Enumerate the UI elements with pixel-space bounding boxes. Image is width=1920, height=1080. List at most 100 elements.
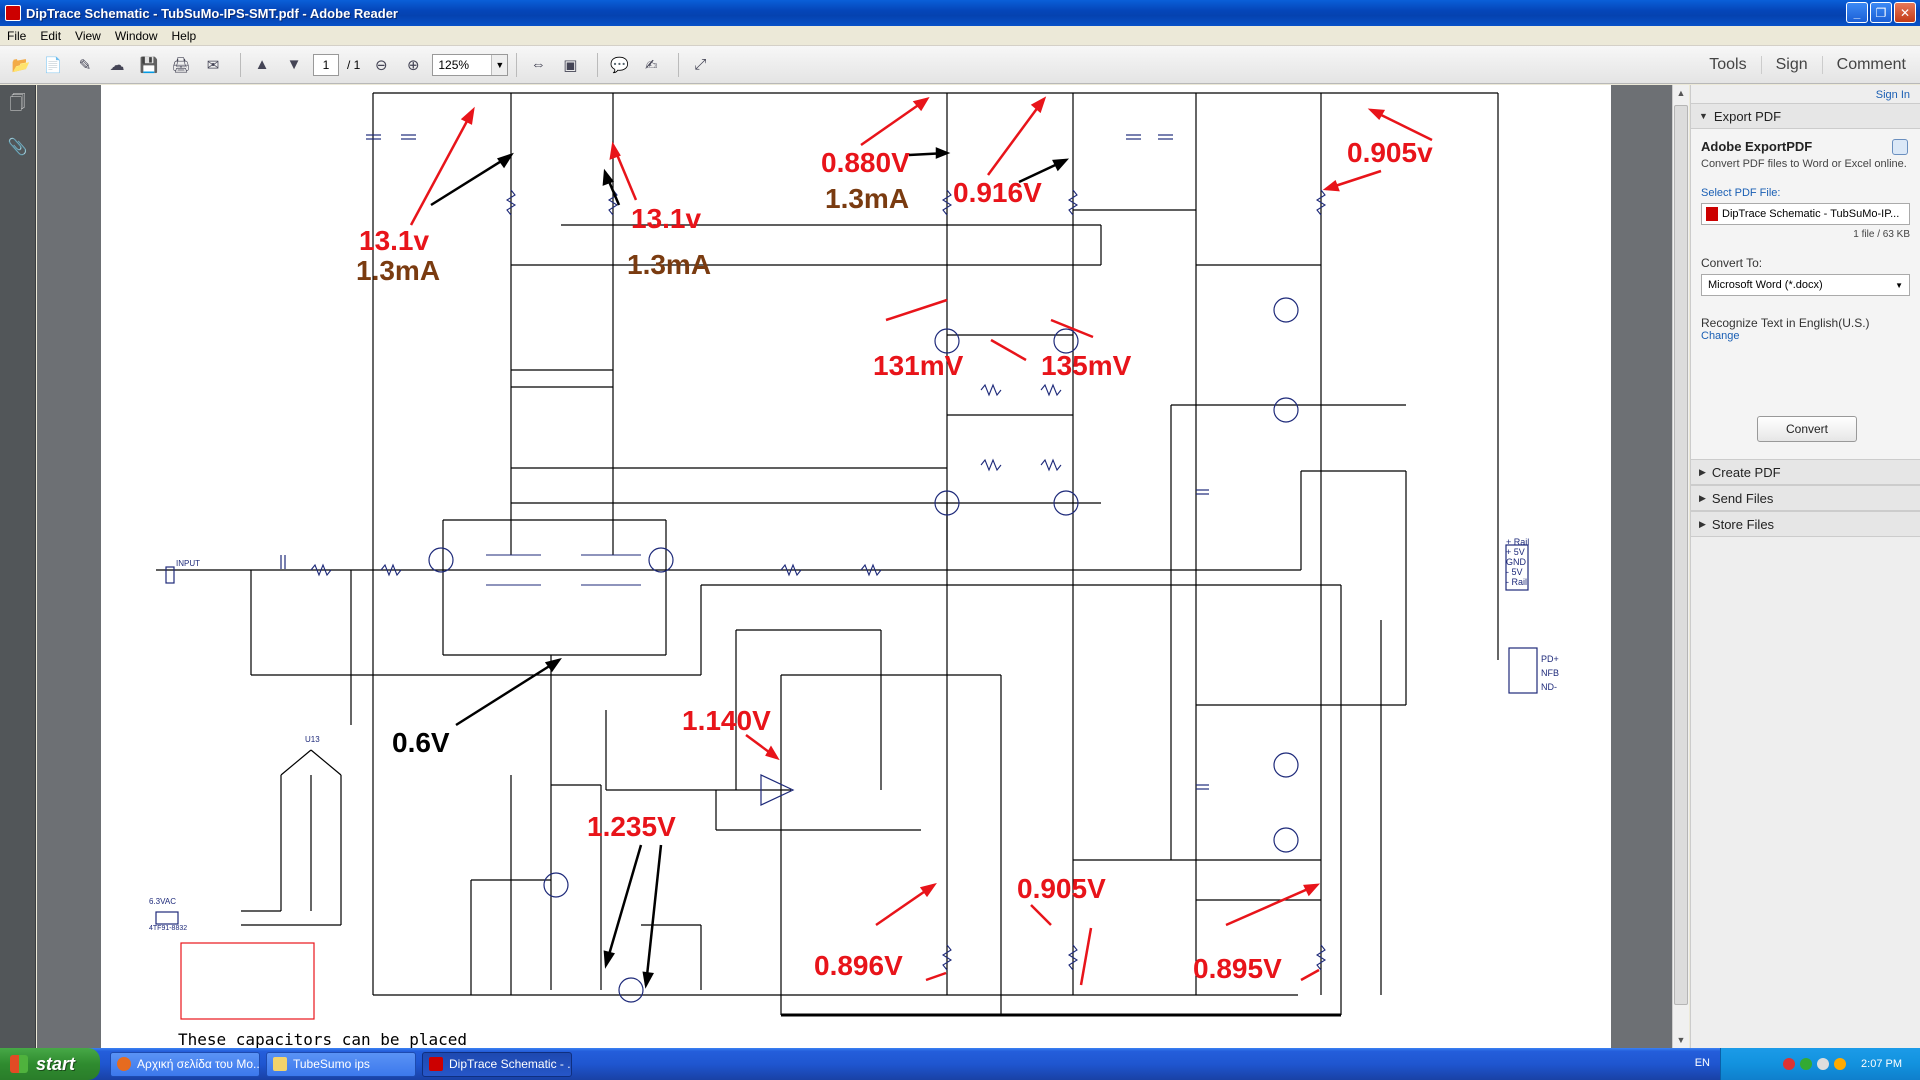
annotation-current: 1.3mA <box>627 249 712 280</box>
annotation-voltage: 0.880V <box>821 147 910 178</box>
collapsed-triangle-icon: ▶ <box>1699 492 1706 503</box>
file-meta: 1 file / 63 KB <box>1853 229 1910 240</box>
input-label: INPUT <box>176 559 200 568</box>
create-pdf-title: Create PDF <box>1711 464 1781 480</box>
scroll-thumb[interactable] <box>1674 105 1688 1005</box>
tab-comment[interactable]: Comment <box>1821 56 1920 74</box>
tab-sign[interactable]: Sign <box>1760 56 1822 74</box>
print-icon[interactable]: 🖨 <box>171 56 191 74</box>
create-pdf-header[interactable]: ▶ Create PDF <box>1691 459 1920 485</box>
next-page-icon[interactable]: ▼ <box>286 56 302 73</box>
cloud-icon[interactable]: ☁ <box>109 56 125 74</box>
change-language-link[interactable]: Change <box>1701 330 1740 342</box>
export-pdf-title: Export PDF <box>1713 108 1782 124</box>
adobe-reader-icon <box>5 5 21 21</box>
comment-icon[interactable]: 💬 <box>610 56 629 74</box>
toolbar-divider <box>240 52 241 77</box>
close-button[interactable]: ✕ <box>1894 2 1916 23</box>
export-icon <box>1892 139 1908 155</box>
annotation-voltage: 0.6V <box>392 727 450 758</box>
annotation-voltage: 131mV <box>873 350 964 381</box>
scroll-up-icon[interactable]: ▲ <box>1676 88 1686 98</box>
clock[interactable]: 2:07 PM <box>1861 1058 1902 1070</box>
scroll-down-icon[interactable]: ▼ <box>1676 1035 1686 1045</box>
menu-view[interactable]: View <box>75 28 101 43</box>
taskbar-item-browser[interactable]: Αρχική σελίδα του Mo... <box>110 1051 260 1077</box>
menu-edit[interactable]: Edit <box>40 28 62 43</box>
taskbar-item-label: Αρχική σελίδα του Mo... <box>137 1057 260 1071</box>
save-icon[interactable]: 💾 <box>139 56 159 74</box>
vertical-scrollbar[interactable]: ▲ ▼ <box>1672 85 1689 1048</box>
convert-to-label: Convert To: <box>1701 256 1763 270</box>
prev-page-icon[interactable]: ▲ <box>254 56 270 73</box>
toolbar-divider <box>597 52 599 77</box>
annotation-voltage: 0.905V <box>1017 873 1106 904</box>
fit-page-icon[interactable]: ▣ <box>563 56 578 74</box>
annotation-current: 1.3mA <box>825 183 910 214</box>
fullscreen-icon[interactable]: ⤢ <box>694 56 707 73</box>
transformer-label: 6.3VAC <box>149 897 176 906</box>
taskbar-item-folder[interactable]: TubeSumo ips <box>266 1051 416 1077</box>
zoom-select[interactable]: 125% ▼ <box>432 53 509 76</box>
send-files-header[interactable]: ▶ Send Files <box>1691 485 1920 511</box>
open-icon[interactable]: 📂 <box>11 56 31 74</box>
taskbar-item-reader[interactable]: DipTrace Schematic - ... <box>422 1051 572 1077</box>
export-pdf-header[interactable]: ▼ Export PDF <box>1691 103 1920 129</box>
toolbar-divider <box>678 52 680 77</box>
annotation-voltage: 0.905v <box>1347 137 1433 168</box>
network-icon[interactable] <box>1800 1058 1813 1070</box>
sign-in-link[interactable]: Sign In <box>1875 89 1910 101</box>
attachments-icon[interactable]: 📎 <box>7 139 28 156</box>
store-files-header[interactable]: ▶ Store Files <box>1691 511 1920 537</box>
annotation-voltage: 13.1v <box>359 225 430 256</box>
fit-width-icon[interactable]: ⇔ <box>530 56 546 73</box>
capacitor-note: These capacitors can be placed <box>178 1030 467 1048</box>
convert-button[interactable]: Convert <box>1757 416 1857 442</box>
selected-file-field[interactable]: DipTrace Schematic - TubSuMo-IP... <box>1701 203 1910 225</box>
zoom-value: 125% <box>438 57 470 72</box>
schematic-drawing <box>155 92 1538 1020</box>
zoom-out-icon[interactable]: ⊖ <box>375 56 388 74</box>
menu-window[interactable]: Window <box>114 28 158 43</box>
chevron-down-icon: ▼ <box>1895 280 1903 290</box>
page-thumbnails-icon[interactable]: 🗍 <box>9 94 26 112</box>
adobe-reader-icon <box>429 1057 443 1071</box>
start-button[interactable]: start <box>0 1048 100 1080</box>
menu-file[interactable]: File <box>7 28 27 43</box>
convert-to-select[interactable]: Microsoft Word (*.docx) ▼ <box>1701 274 1910 296</box>
zoom-in-icon[interactable]: ⊕ <box>407 56 420 74</box>
restore-button[interactable]: ❐ <box>1870 2 1892 23</box>
minimize-button[interactable]: _ <box>1846 2 1868 23</box>
export-pdf-panel: Adobe ExportPDF Convert PDF files to Wor… <box>1691 129 1920 459</box>
security-icon[interactable] <box>1783 1058 1796 1070</box>
create-pdf-icon[interactable]: 📄 <box>43 56 63 74</box>
window-title: DipTrace Schematic - TubSuMo-IPS-SMT.pdf… <box>26 5 398 21</box>
menu-help[interactable]: Help <box>171 28 197 43</box>
convert-to-value: Microsoft Word (*.docx) <box>1708 279 1823 291</box>
annotation-voltage: 0.896V <box>814 950 903 981</box>
language-indicator[interactable]: EN <box>1694 1057 1710 1069</box>
right-task-pane: Sign In ▼ Export PDF Adobe ExportPDF Con… <box>1690 85 1920 1048</box>
menu-bar: File Edit View Window Help <box>0 26 1920 46</box>
toolbar-divider <box>516 52 518 77</box>
collapsed-triangle-icon: ▶ <box>1699 518 1706 529</box>
page-number-input[interactable]: 1 <box>313 53 339 76</box>
annotation-voltage: 1.140V <box>682 705 771 736</box>
chevron-down-icon[interactable]: ▼ <box>491 54 508 75</box>
edit-icon[interactable]: ✎ <box>78 56 92 74</box>
toolbar-tabs: Tools Sign Comment <box>1695 46 1920 84</box>
highlight-icon[interactable]: ✍ <box>645 56 658 74</box>
document-area: + Rail + 5V GND - 5V - Rail PD+ NFB ND- … <box>37 85 1672 1048</box>
email-icon[interactable]: ✉ <box>206 56 220 74</box>
windows-logo-icon <box>10 1055 28 1073</box>
volume-icon[interactable] <box>1817 1058 1830 1070</box>
j1-label: GND <box>1506 557 1526 567</box>
transformer-part: 4TF91-8832 <box>149 925 188 932</box>
tab-tools[interactable]: Tools <box>1709 56 1747 73</box>
update-icon[interactable] <box>1834 1058 1847 1070</box>
j3-label: NFB <box>1541 668 1559 678</box>
j3-label: ND- <box>1541 682 1557 692</box>
folder-icon <box>273 1057 287 1071</box>
annotation-voltage: 0.895V <box>1193 953 1282 984</box>
j3-label: PD+ <box>1541 654 1559 664</box>
